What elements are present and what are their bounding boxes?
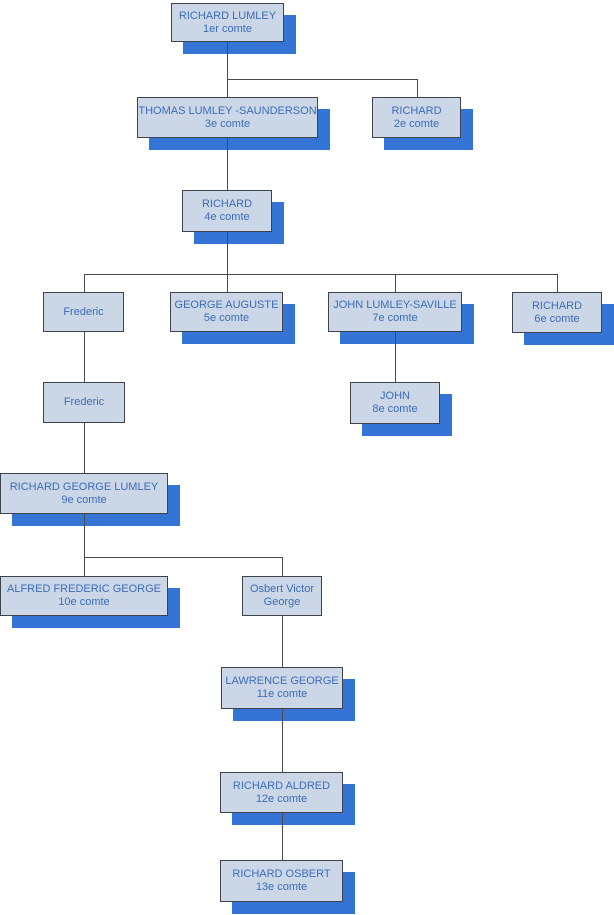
connector-vertical-line [84,557,85,576]
connector-vertical-line [227,138,228,190]
person-name: RICHARD [391,104,442,117]
connector-vertical-line [84,423,85,473]
connector-vertical-line [395,332,396,382]
connector-vertical-line [417,79,418,97]
person-subtitle: 2e comte [393,117,440,130]
person-name: ALFRED FREDERIC GEORGE [6,583,162,595]
person-subtitle: 10e comte [58,596,110,608]
person-name: RICHARD GEORGE LUMLEY [9,480,159,493]
person-name: GEORGE AUGUSTE [174,299,279,311]
connector-vertical-line [282,813,283,860]
person-subtitle: 7e comte [372,312,418,324]
connector-vertical-line [395,274,396,292]
person-subtitle: 4e comte [204,211,250,223]
person-name: RICHARD [531,299,583,312]
connector-vertical-line [282,557,283,576]
person-subtitle: 8e comte [372,403,418,415]
connector-vertical-line [282,616,283,667]
person-subtitle: 3e comte [204,117,251,130]
person-name: Osbert Victor [250,583,314,595]
person-subtitle: 6e comte [534,312,580,325]
person-name: Frederic [63,396,105,408]
connector-vertical-line [84,274,85,292]
connector-vertical-line [84,332,85,382]
connector-vertical-line [282,709,283,772]
person-subtitle: 11e comte [256,688,308,700]
connector-horizontal-line [84,274,558,275]
connector-vertical-line [227,232,228,274]
person-subtitle: 9e comte [61,493,107,506]
person-name: RICHARD [201,198,253,210]
person-name: RICHARD OSBERT [232,868,331,880]
connector-vertical-line [227,42,228,97]
person-name: Frederic [63,305,104,318]
person-subtitle: George [263,596,301,608]
person-name: JOHN LUMLEY-SAVILLE [333,299,457,311]
person-name: RICHARD ALDRED [232,779,331,792]
person-node-frederic[interactable]: Frederic [43,382,125,423]
person-subtitle: 5e comte [203,312,250,324]
person-subtitle: 13e comte [255,881,308,893]
connector-vertical-line [84,514,85,557]
person-name: JOHN [380,390,410,402]
person-node-frederic[interactable]: Frederic [43,292,124,332]
person-name: THOMAS LUMLEY -SAUNDERSON [138,104,317,117]
connector-vertical-line [227,274,228,292]
person-name: LAWRENCE GEORGE [225,675,339,687]
person-subtitle: 12e comte [255,792,308,805]
person-name: RICHARD LUMLEY [178,9,277,22]
connector-horizontal-line [84,557,283,558]
connector-vertical-line [557,274,558,292]
connector-horizontal-line [227,79,418,80]
person-subtitle: 1er comte [203,22,252,35]
